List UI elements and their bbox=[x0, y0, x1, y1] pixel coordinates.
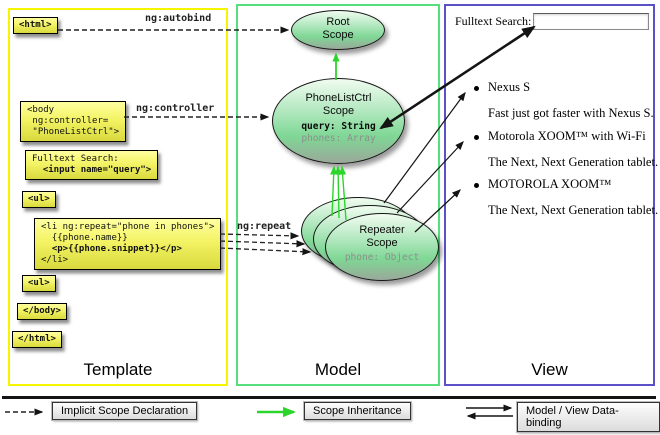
template-column-label: Template bbox=[83, 360, 153, 379]
bullet-icon bbox=[474, 183, 479, 188]
code-html-close: </html> bbox=[12, 331, 62, 348]
code-body-open: <body ng:controller= "PhoneListCtrl"> bbox=[20, 101, 127, 142]
phone-desc: Fast just got faster with Nexus S. bbox=[488, 106, 654, 120]
view-column-label: View bbox=[531, 360, 568, 379]
root-scope-title: Scope bbox=[322, 28, 354, 41]
code-fulltext-search: Fulltext Search: <input name="query"> bbox=[25, 150, 159, 180]
scope-property-query: query: String bbox=[301, 121, 376, 132]
code-body-close: </body> bbox=[17, 303, 67, 320]
code-line: <body bbox=[27, 105, 55, 115]
phone-desc: The Next, Next Generation tablet. bbox=[488, 203, 659, 217]
ng-autobind-label: ng:autobind bbox=[145, 13, 212, 24]
phone-title: Nexus S bbox=[488, 80, 531, 94]
root-scope-ellipse: Root Scope bbox=[291, 10, 385, 50]
code-line: Fulltext Search: bbox=[32, 154, 119, 164]
repeater-scope-title: Repeater bbox=[359, 224, 405, 236]
phone-desc: The Next, Next Generation tablet. bbox=[488, 155, 659, 169]
ng-repeat-label: ng:repeat bbox=[237, 221, 292, 232]
code-line: </li> bbox=[41, 255, 69, 265]
code-line: <input name="query"> bbox=[32, 165, 152, 175]
repeater-scope-title: Scope bbox=[366, 236, 398, 249]
scope-property-phone: phone: Object bbox=[344, 252, 420, 263]
fulltext-search-input[interactable] bbox=[533, 13, 649, 30]
phonelist-scope-title: PhoneListCtrl bbox=[305, 92, 372, 104]
legend-divider bbox=[2, 396, 656, 399]
fulltext-search-label: Fulltext Search: bbox=[455, 14, 532, 28]
phonelistctrl-scope-ellipse: PhoneListCtrl Scope query: String phones… bbox=[272, 78, 405, 164]
code-ul-second: <ul> bbox=[22, 275, 56, 292]
phone-title: Motorola XOOM™ with Wi-Fi bbox=[488, 129, 646, 143]
scope-property-phones: phones: Array bbox=[301, 132, 376, 144]
bullet-icon bbox=[474, 86, 479, 91]
code-line: <li ng:repeat="phone in phones"> bbox=[41, 222, 215, 232]
model-panel bbox=[236, 4, 440, 386]
repeater-scope-ellipse-front: Repeater Scope phone: Object bbox=[325, 213, 439, 281]
root-scope-title: Root bbox=[326, 16, 350, 28]
phonelist-scope-title: Scope bbox=[322, 104, 355, 117]
ng-controller-label: ng:controller bbox=[136, 103, 215, 114]
view-panel bbox=[444, 4, 655, 386]
legend-implicit-scope: Implicit Scope Declaration bbox=[50, 401, 199, 421]
code-line: ng:controller= bbox=[27, 116, 109, 126]
legend-data-binding: Model / View Data-binding bbox=[516, 401, 660, 433]
code-li-repeat: <li ng:repeat="phone in phones"> {{phone… bbox=[34, 218, 222, 270]
code-ul-open: <ul> bbox=[22, 191, 56, 208]
bullet-icon bbox=[474, 135, 479, 140]
phone-title: MOTOROLA XOOM™ bbox=[488, 177, 612, 191]
code-line: "PhoneListCtrl"> bbox=[27, 127, 120, 137]
code-line: {{phone.name}} bbox=[41, 233, 128, 243]
legend-scope-inheritance: Scope Inheritance bbox=[303, 401, 412, 421]
model-column-label: Model bbox=[314, 360, 362, 379]
code-html-open: <html> bbox=[13, 17, 58, 34]
code-line: <p>{{phone.snippet}}</p> bbox=[41, 244, 182, 254]
